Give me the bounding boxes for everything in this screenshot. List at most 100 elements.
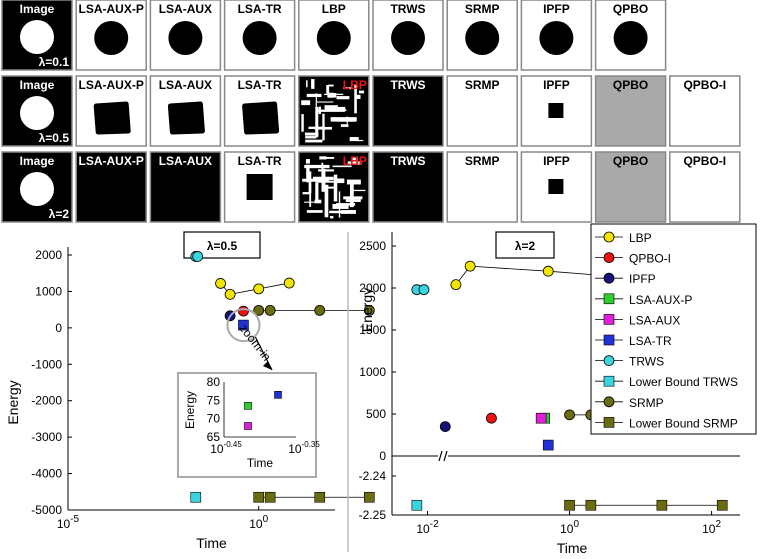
noise-stripe	[305, 139, 323, 143]
legend-entry: LSA-AUX	[595, 313, 680, 327]
legend-label: LBP	[629, 231, 652, 245]
noise-stripe	[324, 105, 338, 110]
legend-label: IPFP	[629, 272, 656, 286]
y-tick-label: -2000	[31, 394, 62, 408]
series	[190, 491, 202, 503]
y-tick-label: 1000	[35, 284, 62, 298]
legend-label: TRWS	[629, 355, 664, 369]
y-tick-label: 0	[379, 449, 386, 463]
segmentation-disc	[539, 21, 574, 55]
segmentation-blob	[242, 101, 280, 135]
series	[535, 412, 547, 424]
result-tile: LSA-AUX	[149, 151, 222, 223]
noise-stripe	[315, 93, 317, 110]
result-tile: TRWS	[372, 75, 444, 147]
noise-stripe	[321, 168, 326, 192]
inset-y-tick-label: 70	[207, 412, 221, 426]
y-tick-label: 500	[366, 407, 386, 421]
result-tile: LSA-TR	[223, 75, 296, 147]
data-point	[603, 417, 615, 428]
segmentation-disc	[613, 21, 648, 55]
tile-label: QPBO	[613, 78, 648, 92]
tick-exponent: -5	[70, 514, 79, 525]
inset-x-tick-label: 10-0.35	[288, 440, 320, 456]
y-tick-label: -2.24	[359, 469, 387, 483]
series-line	[455, 265, 602, 285]
tick-exponent: -0.35	[302, 440, 321, 449]
result-tile: TRWS	[372, 151, 444, 223]
data-point	[603, 231, 615, 243]
noise-stripe	[306, 210, 323, 213]
lambda-label: λ=0.5	[39, 131, 70, 145]
inset-y-tick-label: 75	[207, 393, 221, 407]
data-point	[450, 279, 462, 291]
noise-stripe	[302, 178, 330, 182]
legend: LBPQPBO-IIPFPLSA-AUX-PLSA-AUXLSA-TRTRWSL…	[590, 223, 757, 435]
noise-stripe	[304, 164, 330, 169]
y-tick-label: -4000	[31, 467, 62, 481]
legend-entry: Lower Bound SRMP	[595, 416, 738, 430]
x-tick-label: 102	[702, 519, 721, 536]
noise-stripe	[321, 156, 335, 159]
series	[450, 260, 607, 291]
tick-exponent: 0	[573, 519, 579, 530]
tile-label: LSA-AUX-P	[79, 78, 144, 92]
tick-base: 10	[416, 522, 430, 536]
inset-x-axis-label: Time	[247, 456, 274, 470]
noise-stripe	[329, 210, 343, 214]
noise-stripe	[338, 191, 341, 218]
data-point	[314, 491, 326, 503]
result-tile: SRMP	[446, 0, 518, 71]
series	[439, 421, 451, 433]
tile-label: IPFP	[543, 154, 570, 168]
tile-label: LBP	[322, 2, 346, 16]
data-point	[215, 278, 226, 289]
tile-label: SRMP	[465, 78, 500, 92]
inset-y-tick-label: 65	[207, 430, 221, 444]
noise-stripe	[317, 109, 345, 112]
noise-stripe	[311, 79, 315, 89]
noise-stripe	[336, 203, 356, 206]
data-point	[253, 304, 265, 316]
inset-y-tick-label: 80	[207, 375, 221, 389]
tick-exponent: -2	[430, 519, 439, 530]
segmentation-blob	[93, 101, 131, 135]
noise-stripe	[349, 183, 354, 208]
tile-label: TRWS	[390, 78, 425, 92]
y-tick-label: -2.25	[359, 508, 387, 522]
series	[564, 499, 728, 511]
series	[238, 319, 249, 331]
tile-background	[149, 151, 222, 223]
series	[411, 284, 430, 296]
data-point	[283, 277, 295, 289]
y-tick-label: 2000	[35, 248, 62, 262]
noise-stripe	[330, 215, 334, 219]
result-tile: LSA-AUX-P	[75, 0, 147, 71]
noise-stripe	[347, 161, 362, 165]
noise-stripe	[316, 101, 334, 103]
segmentation-disc	[168, 21, 203, 55]
result-tile: TRWS	[372, 0, 444, 71]
result-tile: LBP	[298, 151, 370, 223]
break-gap	[438, 450, 448, 462]
image-disc	[20, 20, 54, 54]
tile-label: LSA-TR	[238, 2, 282, 16]
data-point	[238, 305, 249, 317]
series	[486, 412, 497, 424]
legend-entry: Lower Bound TRWS	[595, 375, 738, 389]
noise-stripe	[331, 106, 346, 112]
segmentation-disc	[391, 21, 425, 55]
tile-label: QPBO	[613, 2, 648, 16]
data-point	[411, 499, 423, 511]
segmentation-disc	[94, 21, 129, 55]
tile-label: TRWS	[390, 2, 425, 16]
data-point	[314, 304, 326, 316]
data-point	[564, 499, 575, 511]
legend-entry: LSA-AUX-P	[595, 293, 692, 307]
image-label: Image	[20, 2, 55, 16]
